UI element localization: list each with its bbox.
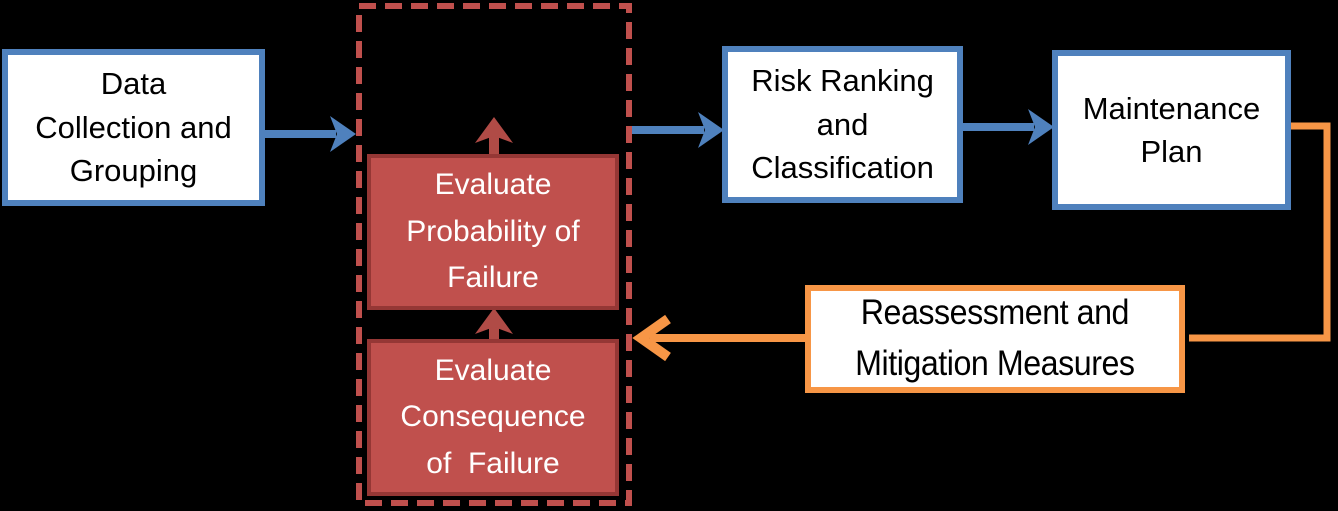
node-reassessment-label: Reassessment and Mitigation Measures (855, 293, 1135, 383)
evaluation-group-dashed-border (356, 3, 632, 506)
connector-reassessment-to-evaluation (632, 314, 805, 362)
connector-probability-up (475, 117, 513, 158)
node-reassessment: Reassessment and Mitigation Measures (805, 285, 1185, 393)
arrowhead-up-icon (475, 308, 513, 334)
node-risk-ranking: Risk Ranking and Classification (722, 46, 963, 203)
connector-risk-to-maintenance (962, 109, 1054, 145)
node-maintenance-plan: Maintenance Plan (1052, 50, 1291, 210)
arrowhead-up-icon (475, 117, 513, 143)
arrowhead-right-icon (698, 112, 724, 148)
node-data-collection: Data Collection and Grouping (2, 49, 265, 206)
arrowhead-right-icon (1028, 109, 1054, 145)
node-evaluate-probability: Evaluate Probability of Failure (367, 154, 619, 310)
node-evaluate-consequence: Evaluate Consequence of Failure (367, 339, 619, 496)
connector-evaluation-to-risk (632, 112, 724, 148)
arrowhead-right-icon (330, 116, 356, 152)
arrowhead-left-icon (632, 314, 671, 362)
connector-maintenance-to-reassessment (1189, 122, 1331, 342)
connector-data-to-evaluation (265, 116, 356, 152)
